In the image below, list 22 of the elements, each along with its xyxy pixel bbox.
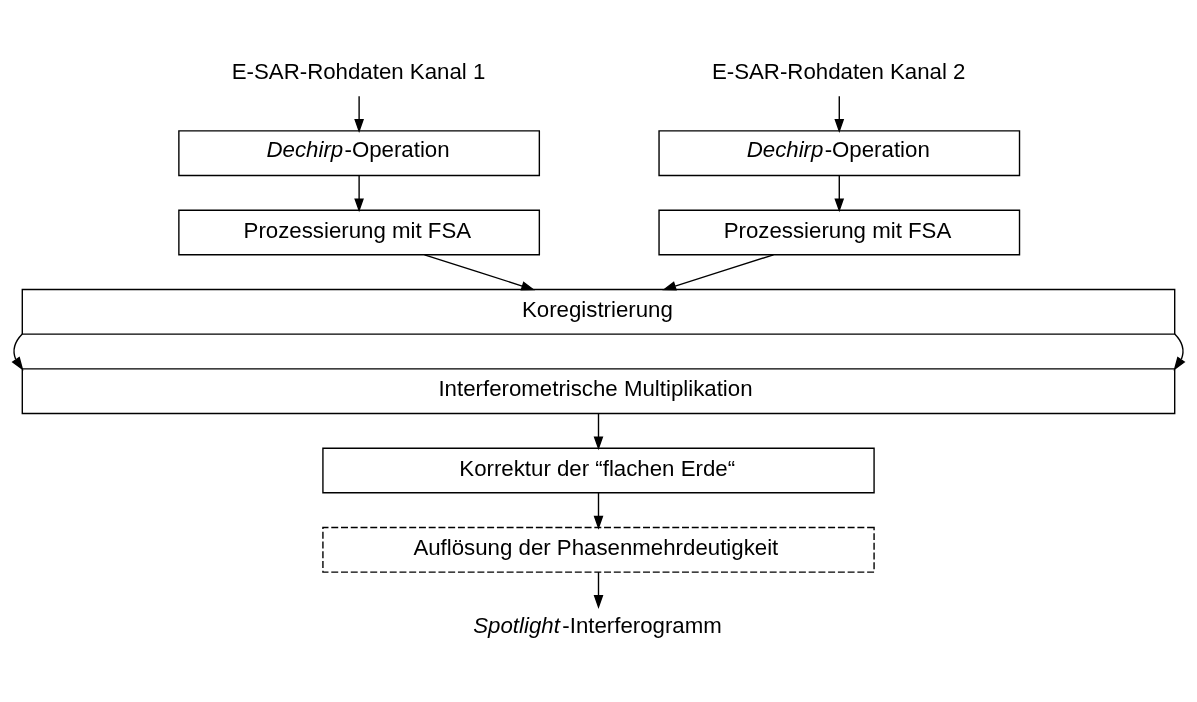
arrow	[354, 94, 364, 133]
arrow	[354, 174, 364, 212]
arrow	[834, 94, 845, 133]
arrow	[593, 491, 604, 530]
arrow	[423, 253, 536, 291]
node-box: Dechirp-Operation	[658, 129, 1021, 176]
arrow	[11, 332, 24, 371]
node-text: Spotlight-Interferogramm	[473, 612, 722, 638]
node-text: E-SAR-Rohdaten Kanal 1	[231, 58, 486, 84]
arrow	[593, 412, 604, 450]
node-box: Dechirp-Operation	[178, 129, 541, 176]
node-text: E-SAR-Rohdaten Kanal 2	[711, 58, 966, 84]
node-box: Auflösung der Phasenmehrdeutigkeit	[322, 526, 875, 573]
node-box: Interferometrische Multiplikation	[21, 367, 1176, 414]
arrow	[1173, 332, 1186, 371]
node-box: Korrektur der “flachen Erde“	[322, 447, 875, 493]
node-box: Koregistrierung	[21, 288, 1176, 335]
node-box: Prozessierung mit FSA	[178, 209, 541, 255]
node-box: Prozessierung mit FSA	[658, 209, 1021, 255]
arrow	[662, 253, 775, 291]
arrow	[834, 174, 845, 212]
arrow	[593, 570, 604, 609]
